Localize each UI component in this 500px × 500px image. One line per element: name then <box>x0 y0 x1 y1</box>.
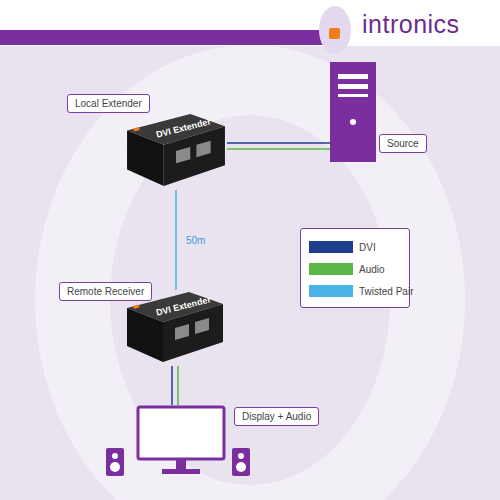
callout-label: Source <box>379 134 427 153</box>
cable-length: 50m <box>186 235 205 246</box>
legend-text: Audio <box>359 264 385 275</box>
logo-text: intronics <box>362 10 460 39</box>
pc-tower <box>330 62 376 162</box>
legend-swatch <box>309 263 353 275</box>
extender-node: Local ExtenderDVI Extender <box>125 112 227 190</box>
speaker <box>232 448 250 476</box>
legend-text: DVI <box>359 242 376 253</box>
cable-line <box>177 366 179 405</box>
legend-text: Twisted Pair <box>359 286 413 297</box>
cable-line <box>227 148 330 150</box>
cable-line <box>227 142 330 144</box>
extender-node: Remote ReceiverDVI Extender <box>125 290 225 366</box>
cable-line <box>175 190 177 290</box>
cable-line <box>171 366 173 405</box>
legend-row: DVI <box>309 236 409 258</box>
legend-row: Twisted Pair <box>309 280 409 302</box>
speaker <box>106 448 124 476</box>
callout-label: Remote Receiver <box>59 282 152 301</box>
callout-label: Local Extender <box>67 94 150 113</box>
legend-swatch <box>309 241 353 253</box>
legend-box: DVI AudioTwisted Pair <box>300 228 410 308</box>
callout-label: Display + Audio <box>234 407 319 426</box>
monitor <box>136 405 226 477</box>
legend-row: Audio <box>309 258 409 280</box>
legend-swatch <box>309 285 353 297</box>
source-node: Source <box>330 62 376 162</box>
display-node: Display + Audio <box>136 405 226 477</box>
